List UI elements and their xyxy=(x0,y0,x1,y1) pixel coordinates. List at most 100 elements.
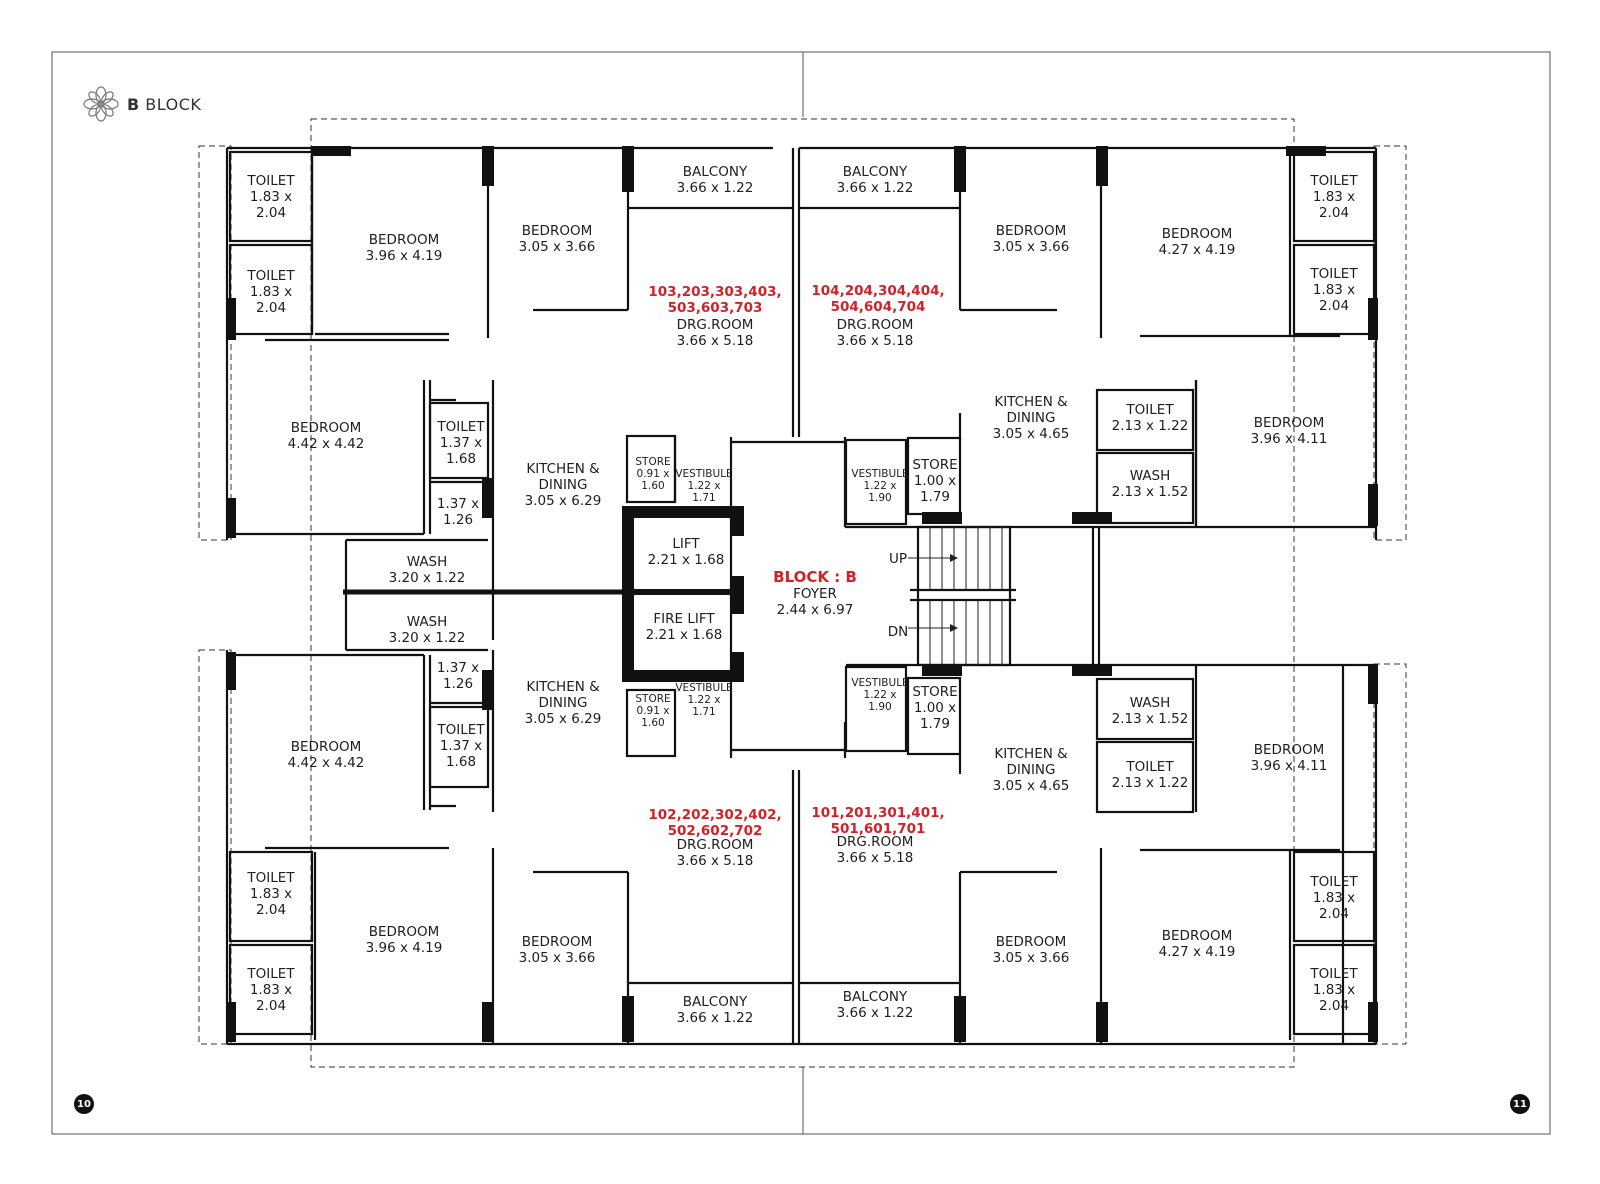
room-label-line: STORE xyxy=(635,693,671,705)
room-label-line: WASH xyxy=(1129,468,1171,484)
room-label-line: FOYER xyxy=(793,586,837,602)
room-label-line: 1.26 xyxy=(442,676,474,692)
room-label-line: 3.66 x 1.22 xyxy=(836,180,914,196)
unit-numbers-line: 101,201,301,401, xyxy=(811,805,945,821)
room-label-line: DINING xyxy=(538,695,588,711)
room-label-line: BEDROOM xyxy=(290,739,362,755)
room-label-line: 2.21 x 1.68 xyxy=(647,552,725,568)
room-label-line: 2.04 xyxy=(1318,298,1350,314)
room-label-line: STORE xyxy=(912,457,958,473)
room-label-line: TOILET xyxy=(1310,266,1358,282)
room-label-line: 2.13 x 1.52 xyxy=(1111,484,1189,500)
unit-numbers-line: 502,602,702 xyxy=(667,823,763,839)
room-label-line: 1.71 xyxy=(692,706,716,718)
room-label-line: 0.91 x xyxy=(636,705,670,717)
stair-down-label: DN xyxy=(887,624,909,640)
unit-numbers-label: 102,202,302,402,502,602,702 xyxy=(648,807,781,839)
room-label-line: WASH xyxy=(1129,695,1171,711)
room-label-line: 1.83 x xyxy=(249,284,293,300)
unit-numbers-line: 501,601,701 xyxy=(830,821,926,837)
room-label-line: STORE xyxy=(912,684,958,700)
room-label-line: FIRE LIFT xyxy=(653,611,715,627)
room-label-line: BEDROOM xyxy=(368,232,440,248)
room-label-line: KITCHEN & xyxy=(526,679,600,695)
room-label-line: WASH xyxy=(406,554,448,570)
room-label-line: 3.05 x 3.66 xyxy=(518,950,596,966)
room-label-line: 1.83 x xyxy=(1312,282,1356,298)
room-label-line: 1.37 x xyxy=(439,738,483,754)
room-label-line: BALCONY xyxy=(842,989,908,1005)
room-label-line: 4.27 x 4.19 xyxy=(1158,242,1236,258)
room-label-line: 1.26 xyxy=(442,512,474,528)
room-label-line: 1.90 xyxy=(868,701,892,713)
room-label-line: 3.05 x 3.66 xyxy=(992,239,1070,255)
room-label-line: BEDROOM xyxy=(368,924,440,940)
room-label-line: TOILET xyxy=(1126,402,1174,418)
page-title: B BLOCK xyxy=(127,94,202,114)
room-label-line: 2.04 xyxy=(255,300,287,316)
room-label-line: DRG.ROOM xyxy=(676,317,754,333)
room-label-line: 3.05 x 3.66 xyxy=(518,239,596,255)
room-label-line: 2.13 x 1.22 xyxy=(1111,418,1189,434)
room-label-line: 3.96 x 4.11 xyxy=(1250,758,1328,774)
room-label-line: 1.37 x xyxy=(436,660,480,676)
room-label-line: 1.37 x xyxy=(436,496,480,512)
room-label-line: BEDROOM xyxy=(1161,226,1233,242)
room-label-line: BEDROOM xyxy=(1253,415,1325,431)
room-label-line: BEDROOM xyxy=(995,934,1067,950)
room-label-line: 4.27 x 4.19 xyxy=(1158,944,1236,960)
room-label-line: DINING xyxy=(1006,762,1056,778)
room-label-line: 2.13 x 1.52 xyxy=(1111,711,1189,727)
unit-numbers-label: 104,204,304,404,504,604,704 xyxy=(811,283,944,315)
room-label-line: VESTIBULE xyxy=(851,468,909,480)
page-header: B BLOCK xyxy=(83,86,201,122)
room-label-line: DRG.ROOM xyxy=(676,837,754,853)
room-label-line: 1.60 xyxy=(641,480,665,492)
room-label-line: 3.66 x 1.22 xyxy=(676,180,754,196)
room-label-line: 3.05 x 4.65 xyxy=(992,778,1070,794)
room-label-line: 1.83 x xyxy=(249,886,293,902)
room-label-line: 3.05 x 4.65 xyxy=(992,426,1070,442)
room-label-line: 1.60 xyxy=(641,717,665,729)
room-label-line: TOILET xyxy=(247,173,295,189)
room-label-line: 3.05 x 6.29 xyxy=(524,711,602,727)
room-label-line: TOILET xyxy=(1310,173,1358,189)
room-label-line: BEDROOM xyxy=(1253,742,1325,758)
room-label-line: 2.04 xyxy=(255,205,287,221)
room-label-line: 2.04 xyxy=(1318,998,1350,1014)
room-label-line: KITCHEN & xyxy=(994,394,1068,410)
room-label-line: TOILET xyxy=(437,722,485,738)
room-label-line: 3.66 x 1.22 xyxy=(836,1005,914,1021)
